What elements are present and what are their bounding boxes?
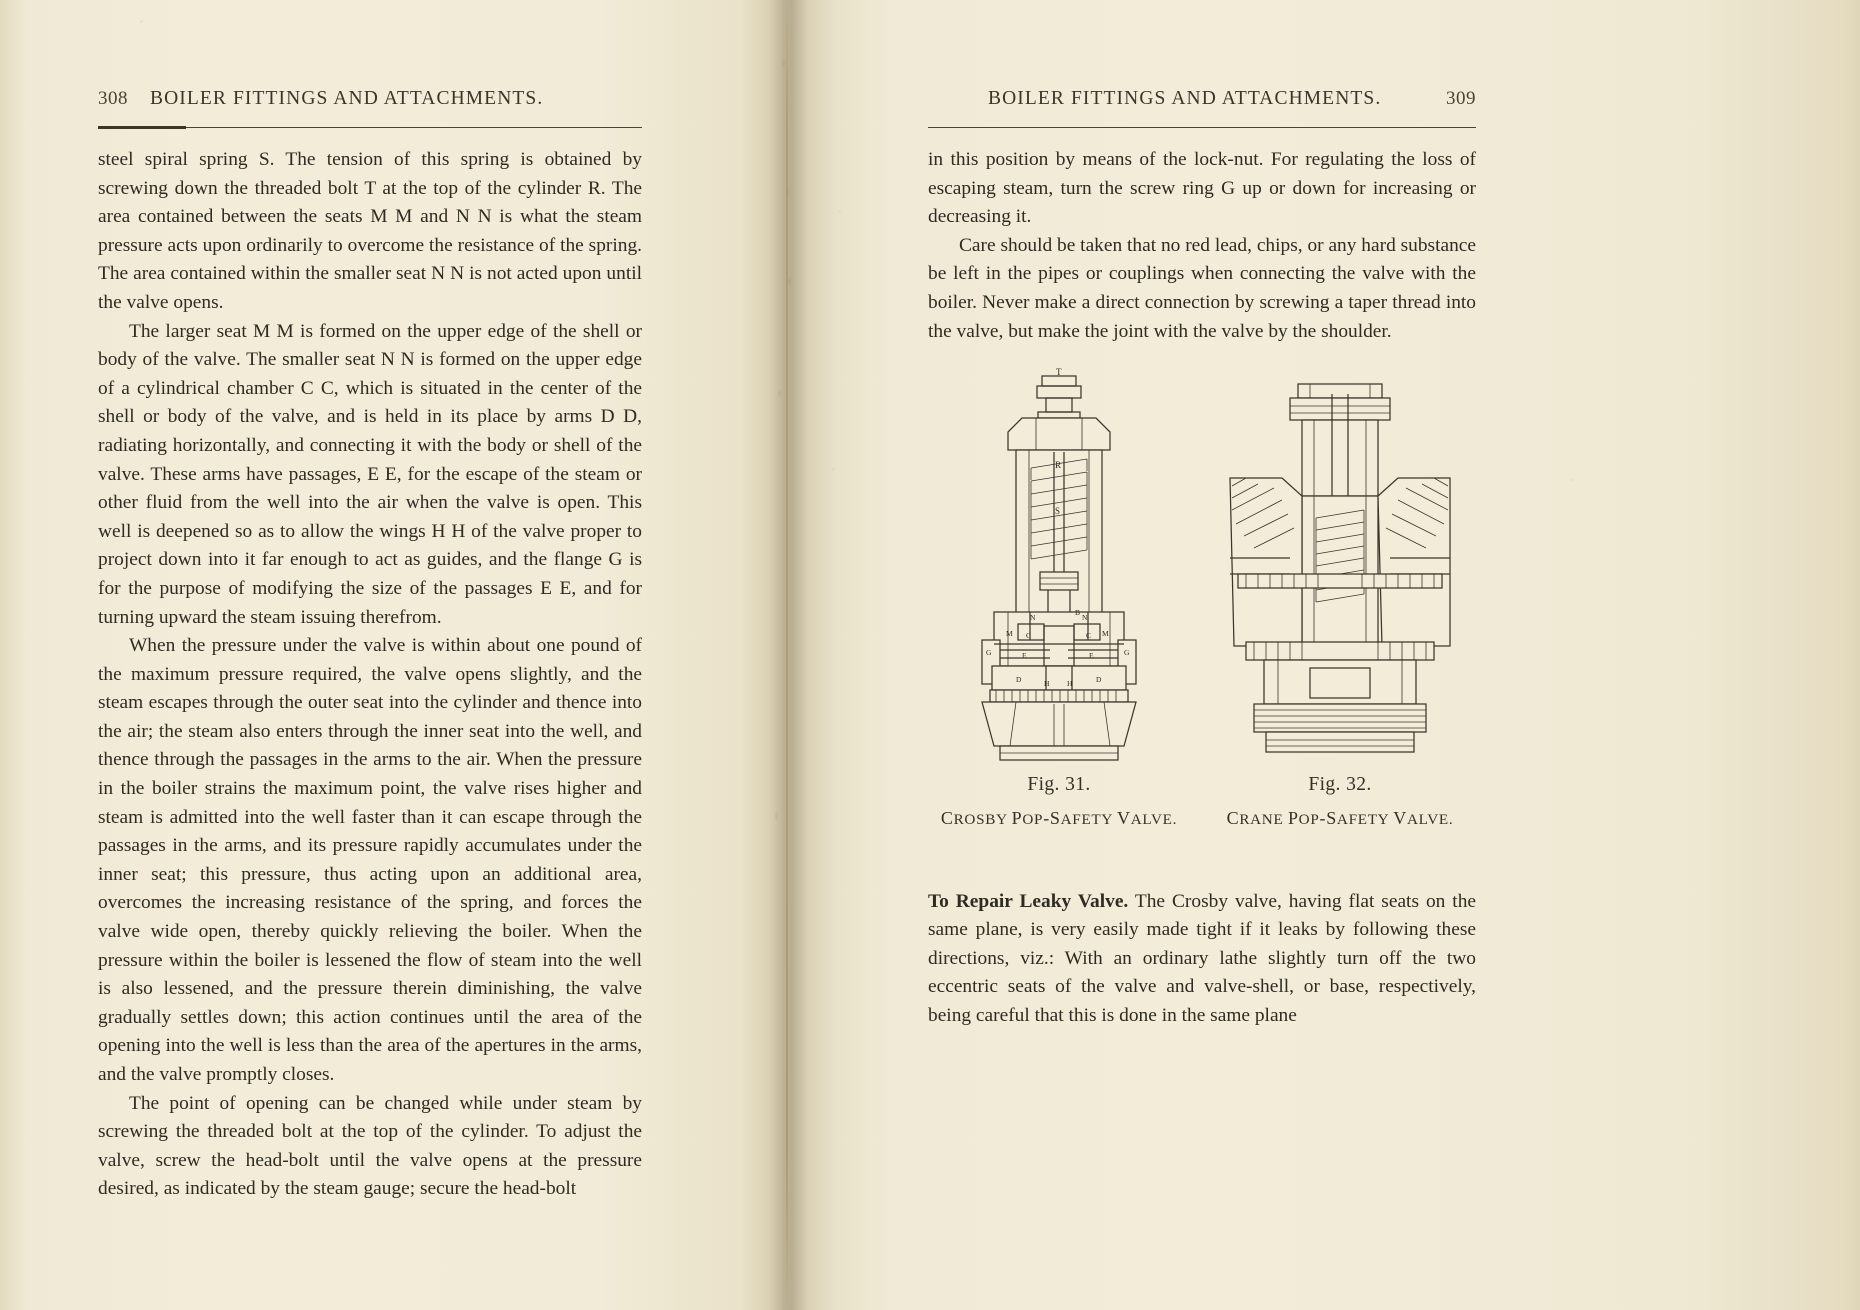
right-header-rule-wrap xyxy=(928,122,1476,132)
figure-31-label-E: E xyxy=(1022,651,1027,660)
left-running-title: BOILER FITTINGS AND ATTACHMENTS. xyxy=(150,88,544,109)
repair-text: The Crosby valve, having flat seats on t… xyxy=(928,890,1476,1026)
left-body-text: steel spiral spring S. The tension of th… xyxy=(98,146,642,1204)
caption-part: ALVE. xyxy=(1130,811,1178,829)
paper-speck xyxy=(930,272,933,280)
figure-31-label-D: D xyxy=(1096,675,1102,684)
right-running-head: BOILER FITTINGS AND ATTACHMENTS. 309 xyxy=(928,86,1476,122)
figure-31: T R S N N B M M C C G G E E D D H xyxy=(934,368,1184,828)
left-header-rule xyxy=(98,127,642,129)
paper-speck xyxy=(832,468,835,471)
figure-32-drawing xyxy=(1229,383,1451,753)
figure-32-number: Fig. 32. xyxy=(1308,774,1372,796)
right-page-column: BOILER FITTINGS AND ATTACHMENTS. 309 in … xyxy=(928,86,1476,1050)
figure-31-label-D: D xyxy=(1016,675,1022,684)
paragraph: The point of opening can be changed whil… xyxy=(98,1092,642,1200)
left-header-rule-accent xyxy=(98,126,186,129)
paragraph: steel spiral spring S. The tension of th… xyxy=(98,149,642,313)
figure-31-label-H: H xyxy=(1067,679,1073,688)
caption-part: OP xyxy=(1298,811,1320,829)
figure-31-number: Fig. 31. xyxy=(1027,774,1091,796)
figure-32: Fig. 32. CRANE POP-SAFETY VALVE. xyxy=(1206,368,1474,828)
right-page-folio: 309 xyxy=(1446,88,1476,109)
figure-31-label-M: M xyxy=(1102,629,1109,638)
paper-speck xyxy=(775,812,778,820)
caption-part: P xyxy=(1287,808,1299,829)
caption-part: ROSBY xyxy=(953,811,1012,829)
left-page-paper xyxy=(0,0,782,1310)
paragraph: in this position by means of the lock-nu… xyxy=(928,149,1476,228)
paper-speck xyxy=(838,210,841,213)
figure-31-label-R: R xyxy=(1055,460,1061,470)
paper-speck xyxy=(778,390,781,397)
repair-heading: To Repair Leaky Valve. xyxy=(928,890,1129,912)
caption-part: C xyxy=(940,808,954,829)
figure-31-label-N: N xyxy=(1030,613,1036,622)
paper-speck xyxy=(140,20,143,23)
figure-31-label-H: H xyxy=(1044,679,1050,688)
paragraph: To Repair Leaky Valve. The Crosby valve,… xyxy=(928,888,1476,1031)
caption-part: ALVE. xyxy=(1406,811,1454,829)
left-page-folio: 308 xyxy=(98,88,128,109)
figure-31-label-T: T xyxy=(1056,368,1062,377)
figure-31-label-G: G xyxy=(1124,648,1130,657)
caption-part: P xyxy=(1011,808,1023,829)
left-page-column: 308 BOILER FITTINGS AND ATTACHMENTS. ste… xyxy=(98,86,642,1204)
figure-31-label-C: C xyxy=(1086,631,1091,640)
figure-31-drawing: T R S N N B M M C C G G E E D D H xyxy=(981,368,1137,761)
caption-part: AFETY xyxy=(1060,811,1117,829)
figure-31-caption: CROSBY POP-SAFETY VALVE. xyxy=(912,808,1206,829)
figure-31-label-C: C xyxy=(1026,631,1031,640)
caption-part: OP xyxy=(1022,811,1044,829)
caption-part: RANE xyxy=(1239,811,1288,829)
caption-part: V xyxy=(1393,808,1407,829)
caption-part: -S xyxy=(1319,808,1337,829)
right-running-title: BOILER FITTINGS AND ATTACHMENTS. xyxy=(988,88,1382,109)
figure-31-label-B: B xyxy=(1075,608,1080,617)
left-running-head: 308 BOILER FITTINGS AND ATTACHMENTS. xyxy=(98,86,642,122)
figure-31-label-S: S xyxy=(1055,506,1060,516)
figure-group: T R S N N B M M C C G G E E D D H xyxy=(928,368,1476,868)
paragraph: The larger seat M M is formed on the upp… xyxy=(98,320,642,628)
figure-31-label-N: N xyxy=(1082,613,1088,622)
left-header-rule-wrap xyxy=(98,122,642,132)
right-body-text-bottom: To Repair Leaky Valve. The Crosby valve,… xyxy=(928,888,1476,1031)
caption-part: AFETY xyxy=(1336,811,1394,829)
caption-part: V xyxy=(1117,808,1131,829)
caption-part: C xyxy=(1226,808,1240,829)
paper-speck xyxy=(1570,478,1573,481)
figure-32-caption: CRANE POP-SAFETY VALVE. xyxy=(1184,808,1496,829)
right-header-rule xyxy=(928,127,1476,129)
paper-speck xyxy=(782,60,785,67)
binding-crease xyxy=(786,0,788,1310)
paragraph: When the pressure under the valve is wit… xyxy=(98,635,642,1085)
figure-31-label-G: G xyxy=(986,648,992,657)
paper-speck xyxy=(788,278,791,285)
right-body-text-top: in this position by means of the lock-nu… xyxy=(928,146,1476,346)
paragraph: Care should be taken that no red lead, c… xyxy=(928,234,1476,342)
caption-part: -S xyxy=(1043,808,1061,829)
figure-31-label-E: E xyxy=(1089,651,1094,660)
figure-31-label-M: M xyxy=(1006,629,1013,638)
